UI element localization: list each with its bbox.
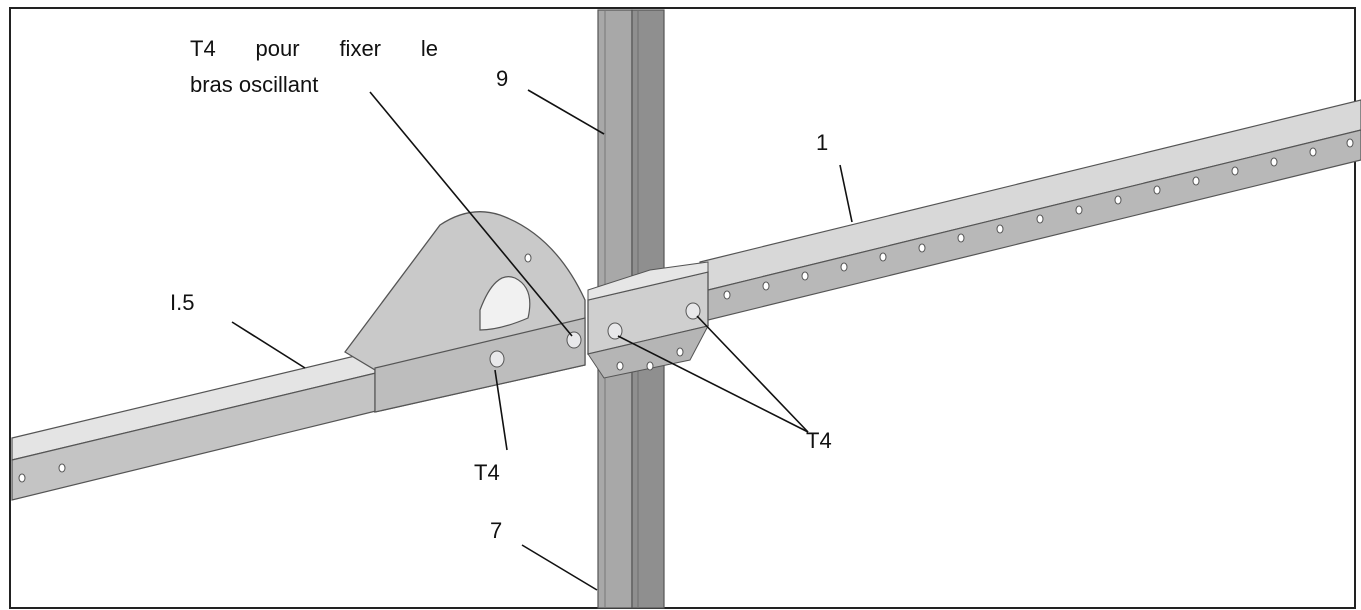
beam-i5: [11, 349, 381, 501]
part-label-7: 7: [490, 518, 503, 543]
part-label-i5: I.5: [170, 290, 195, 315]
figure-border: [9, 7, 1356, 609]
part-label-1: 1: [816, 130, 829, 155]
callout-swing-arm-line1: T4 pour fixer le: [190, 36, 438, 61]
part-label-9: 9: [496, 66, 509, 91]
part-label-t4-right: T4: [806, 428, 832, 453]
part-label-t4-left: T4: [474, 460, 500, 485]
callout-swing-arm-line2: bras oscillant: [190, 72, 319, 97]
beam-1: [699, 99, 1361, 323]
leader-lines: [231, 89, 853, 591]
swing-arm-bracket: [344, 211, 586, 413]
